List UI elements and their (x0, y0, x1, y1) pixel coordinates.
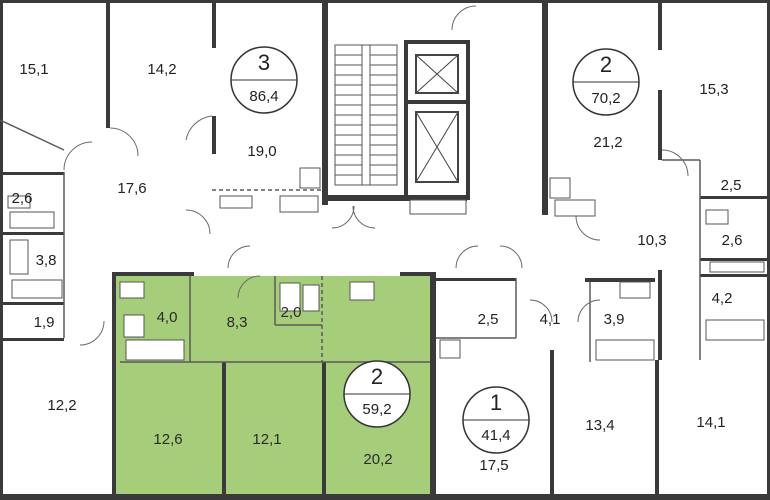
room-area-label: 15,3 (699, 81, 728, 98)
apartment-area: 86,4 (249, 88, 278, 105)
room-area-label: 13,4 (585, 417, 614, 434)
room-area-label: 21,2 (593, 134, 622, 151)
room-area-label: 8,3 (227, 314, 248, 331)
apartment-number: 3 (258, 50, 270, 75)
staircase (334, 44, 398, 186)
room-area-label: 3,9 (604, 311, 625, 328)
room-area-label: 17,6 (117, 180, 146, 197)
room-area-label: 12,1 (252, 431, 281, 448)
room-area-label: 3,8 (36, 252, 57, 269)
elevator-shaft-1 (415, 54, 459, 94)
room-area-label: 2,0 (281, 304, 302, 321)
room-area-label: 19,0 (247, 143, 276, 160)
room-area-label: 2,6 (12, 190, 33, 207)
room-area-label: 14,2 (147, 61, 176, 78)
apartment-badge-3[interactable]: 3 86,4 (230, 46, 298, 114)
room-area-label: 12,2 (47, 397, 76, 414)
room-area-label: 2,6 (722, 232, 743, 249)
interior-walls-bottom (112, 272, 659, 500)
apartment-area: 70,2 (591, 90, 620, 107)
elevator-shaft-2 (415, 111, 459, 183)
bath-fixtures (7, 167, 765, 361)
apartment-area: 59,2 (362, 401, 391, 418)
room-area-label: 17,5 (479, 457, 508, 474)
room-area-label: 4,2 (712, 290, 733, 307)
room-area-label: 2,5 (721, 177, 742, 194)
room-area-label: 12,6 (153, 431, 182, 448)
room-area-label: 4,0 (157, 309, 178, 326)
room-area-label: 2,5 (478, 311, 499, 328)
interior-walls-top (0, 0, 767, 360)
apartment-area: 41,4 (481, 427, 510, 444)
apartment-number: 2 (371, 364, 383, 389)
room-area-label: 10,3 (637, 232, 666, 249)
apartment-badge-2-top[interactable]: 2 70,2 (572, 48, 640, 116)
room-area-label: 15,1 (19, 61, 48, 78)
door-swings (63, 5, 689, 346)
apartment-badge-2-selected[interactable]: 2 59,2 (343, 360, 411, 428)
room-area-label: 14,1 (696, 414, 725, 431)
apartment-number: 2 (600, 52, 612, 77)
room-area-label: 4,1 (540, 311, 561, 328)
apartment-badge-1[interactable]: 1 41,4 (462, 386, 530, 454)
apartment-number: 1 (490, 390, 502, 415)
room-labels: 15,1 14,2 19,0 15,3 21,2 2,6 17,6 3,8 1,… (12, 61, 743, 474)
room-area-label: 20,2 (363, 451, 392, 468)
room-area-label: 1,9 (34, 314, 55, 331)
